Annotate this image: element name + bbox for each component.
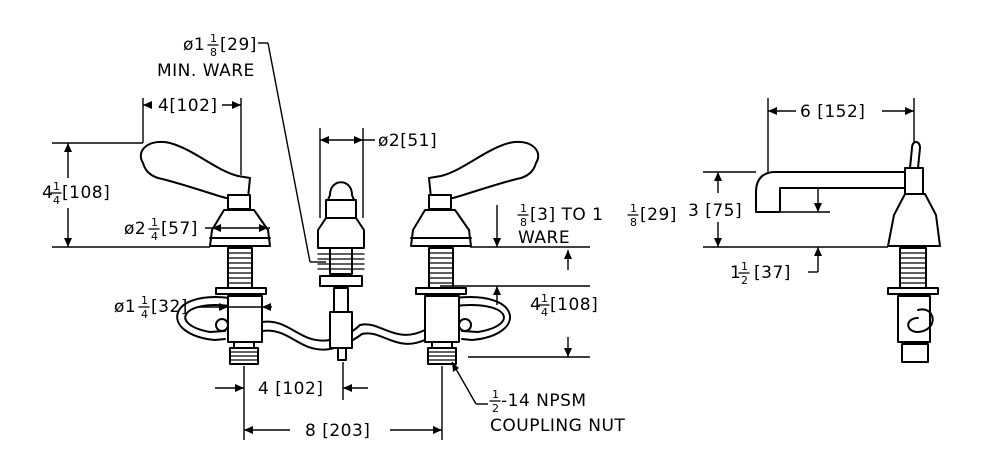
- right-bell-cap: [410, 209, 472, 247]
- svg-text:1: 1: [141, 294, 148, 307]
- label-spout-dia: ø2[51]: [378, 131, 437, 151]
- svg-text:1: 1: [730, 263, 741, 283]
- label-center-to-spout: 4 [102]: [258, 379, 323, 399]
- svg-text:4: 4: [151, 230, 158, 243]
- svg-text:8: 8: [520, 216, 527, 229]
- right-shank-threads: [428, 252, 454, 284]
- left-valve: [140, 140, 271, 365]
- label-shank-dia: ø1 1 4 [32]: [114, 294, 188, 321]
- svg-text:1: 1: [541, 292, 548, 305]
- label-spout-reach: 6 [152]: [800, 102, 865, 122]
- svg-text:8: 8: [210, 46, 217, 59]
- svg-text:8: 8: [630, 216, 637, 229]
- right-lever-handle: [428, 140, 539, 199]
- left-lever-handle: [140, 140, 251, 199]
- svg-text:2: 2: [741, 274, 748, 287]
- label-base-dia: ø2 1 4 [57]: [124, 216, 198, 243]
- right-valve-body: [424, 295, 460, 343]
- svg-text:[108]: [108]: [550, 295, 598, 315]
- center-spout: [317, 181, 365, 361]
- svg-text:4: 4: [53, 194, 60, 207]
- supply-tubing: [176, 296, 511, 351]
- svg-text:1: 1: [151, 216, 158, 229]
- svg-text:[3] TO 1: [3] TO 1: [530, 205, 603, 225]
- svg-text:[29]: [29]: [220, 35, 257, 55]
- svg-text:4: 4: [541, 306, 548, 319]
- label-coupling-nut: 1 2 -14 NPSM COUPLING NUT: [489, 388, 625, 436]
- svg-text:1: 1: [210, 32, 217, 45]
- side-shank-threads: [899, 252, 927, 284]
- svg-text:[32]: [32]: [151, 297, 188, 317]
- svg-text:COUPLING NUT: COUPLING NUT: [490, 416, 625, 436]
- side-view: [755, 141, 941, 363]
- svg-text:[29]: [29]: [640, 205, 677, 225]
- svg-text:4: 4: [141, 308, 148, 321]
- svg-text:1: 1: [492, 388, 499, 401]
- svg-text:[57]: [57]: [161, 219, 198, 239]
- right-valve: [410, 140, 539, 365]
- label-center-to-center: 8 [203]: [305, 421, 370, 441]
- svg-text:-14 NPSM: -14 NPSM: [501, 391, 587, 411]
- svg-text:WARE: WARE: [518, 228, 570, 248]
- svg-text:[108]: [108]: [62, 183, 110, 203]
- svg-text:ø2: ø2: [124, 219, 146, 239]
- left-valve-body: [227, 295, 263, 343]
- label-ware-thickness: 1 8 [3] TO 1 1 8 [29] WARE: [517, 202, 677, 248]
- svg-text:[37]: [37]: [754, 263, 791, 283]
- label-spout-drop: 1 1 2 [37]: [730, 260, 791, 287]
- svg-text:1: 1: [741, 260, 748, 273]
- dimension-lines: [52, 42, 915, 440]
- svg-text:ø1: ø1: [114, 297, 136, 317]
- label-shank-length: 4 1 4 [108]: [530, 292, 598, 319]
- svg-text:1: 1: [630, 202, 637, 215]
- svg-text:MIN. WARE: MIN. WARE: [157, 61, 255, 81]
- dimension-labels: ø1 1 8 [29] MIN. WARE 4[102] ø2[51] 4 1 …: [42, 32, 865, 441]
- label-min-ware-dia: ø1 1 8 [29] MIN. WARE: [157, 32, 257, 81]
- svg-text:2: 2: [492, 402, 499, 415]
- side-lever-handle: [909, 141, 921, 169]
- svg-text:1: 1: [520, 202, 527, 215]
- label-spout-height: 3 [75]: [688, 201, 742, 221]
- spout-threads: [317, 253, 365, 270]
- svg-text:1: 1: [53, 180, 60, 193]
- left-shank-threads: [227, 252, 253, 284]
- svg-text:4: 4: [530, 295, 541, 315]
- front-view: [140, 140, 539, 365]
- svg-text:4: 4: [42, 183, 53, 203]
- label-handle-height: 4 1 4 [108]: [42, 180, 110, 207]
- svg-text:ø1: ø1: [183, 35, 205, 55]
- label-handle-reach: 4[102]: [158, 96, 218, 116]
- side-spout-arm: [755, 171, 906, 213]
